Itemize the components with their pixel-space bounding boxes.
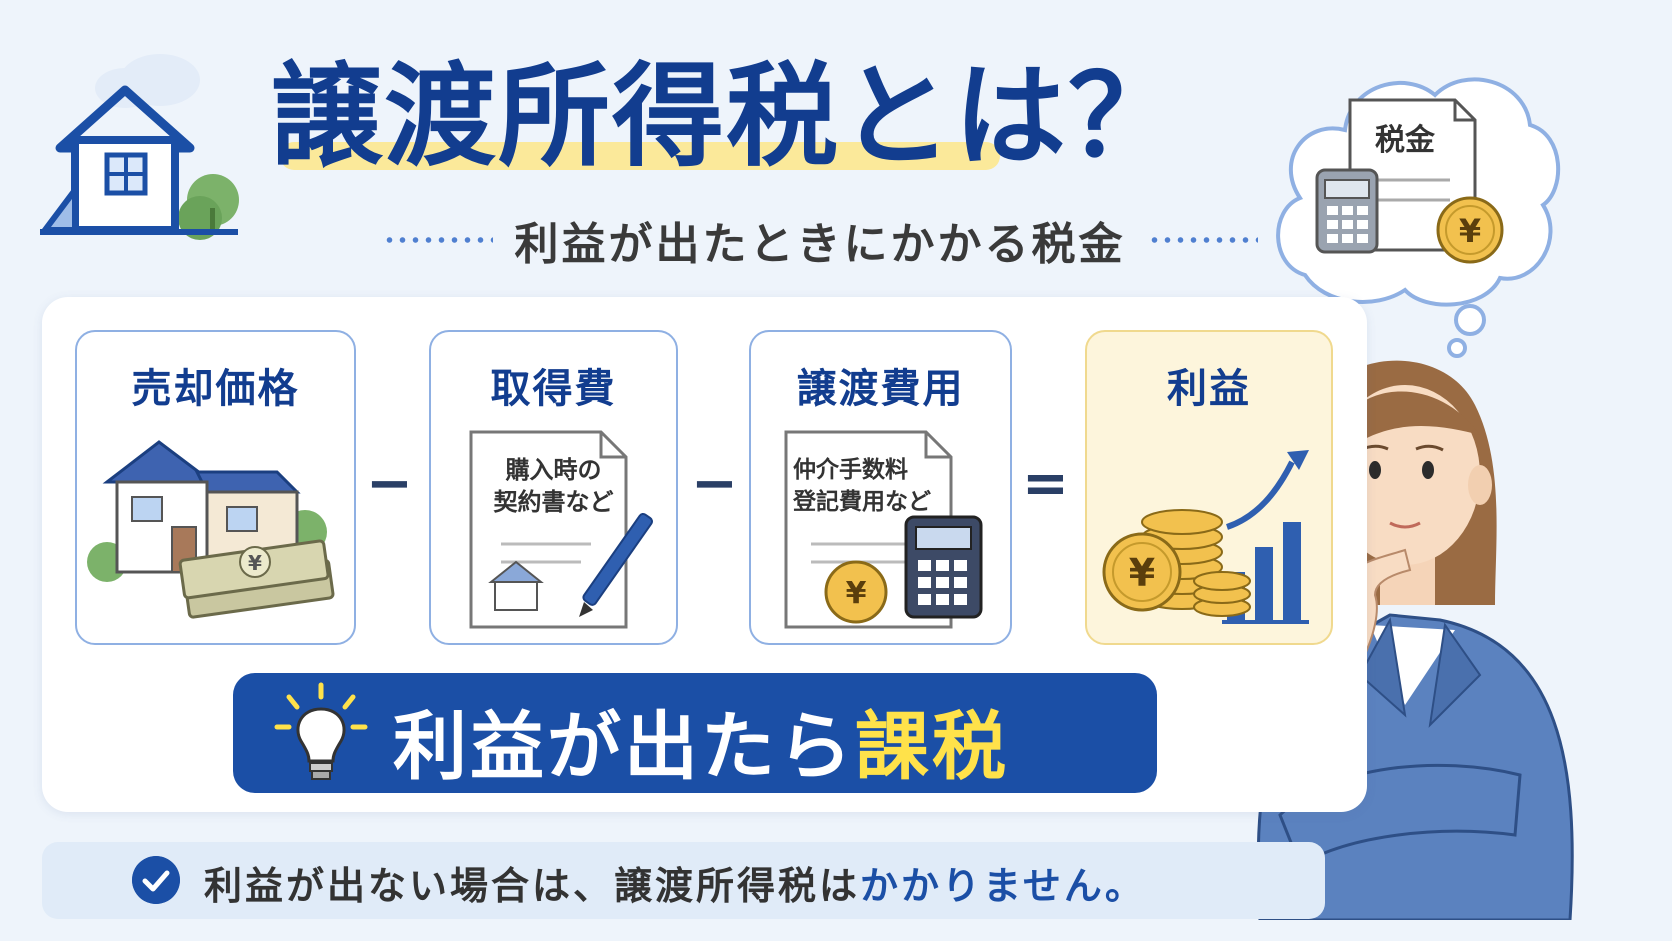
money-stack-icon: ¥ — [178, 539, 335, 619]
subtitle: 利益が出たときにかかる税金 — [514, 219, 1126, 270]
house-and-money-icon: ¥ — [87, 440, 335, 619]
minus-operator-2: − — [691, 451, 738, 516]
svg-text:¥: ¥ — [1459, 212, 1481, 250]
pen-icon — [579, 512, 653, 617]
yen-coin-icon: ¥ — [824, 560, 888, 624]
equals-operator: = — [1022, 451, 1069, 516]
growth-arrow-icon — [1225, 450, 1309, 530]
card-transfer-cost-title: 譲渡費用 — [796, 366, 965, 412]
yen-coin-icon: ¥ — [1102, 532, 1182, 612]
title-highlight — [280, 142, 1000, 170]
card-transfer-cost-line-1: 仲介手数料 — [793, 457, 908, 483]
banner-text: 利益が出たら課税 — [393, 704, 1009, 790]
banner-highlight: 課税 — [855, 704, 1009, 790]
dotted-line-right — [1147, 237, 1258, 243]
card-acquisition-cost: 取得費 購入時の 契約書など — [429, 330, 678, 645]
note-highlight: かかりません。 — [860, 864, 1146, 908]
card-transfer-cost-line-2: 登記費用など — [793, 489, 931, 515]
dotted-line-left — [382, 237, 493, 243]
taxation-banner: 利益が出たら課税 — [233, 673, 1157, 793]
note-text: 利益が出ない場合は、譲渡所得税はかかりません。 — [204, 864, 1146, 908]
calculator-icon — [904, 515, 983, 619]
card-acquisition-cost-title: 取得費 — [490, 366, 617, 412]
house-icon — [40, 54, 239, 240]
card-acquisition-cost-line-1: 購入時の — [505, 456, 602, 484]
title-text: 譲渡所得税とは？ — [270, 52, 1182, 182]
yen-coin-icon: ¥ — [1436, 196, 1504, 264]
lightbulb-icon — [274, 682, 368, 780]
card-profit-title: 利益 — [1167, 366, 1251, 412]
check-icon — [132, 856, 180, 904]
contract-document-icon — [469, 430, 653, 629]
card-profit: 利益 ¥ — [1085, 330, 1333, 645]
cloud-doc-label: 税金 — [1375, 123, 1436, 158]
svg-text:¥: ¥ — [846, 576, 867, 611]
coins-growth-chart-icon: ¥ — [1102, 450, 1309, 624]
calculator-icon — [1315, 168, 1379, 254]
thought-cloud: 税金 ¥ — [1276, 77, 1561, 358]
card-sale-price-title: 売却価格 — [131, 366, 300, 412]
minus-operator-1: − — [366, 451, 413, 516]
woman-thinking-illustration — [1256, 360, 1574, 920]
svg-text:¥: ¥ — [1129, 551, 1155, 595]
page-title: 譲渡所得税とは？ — [270, 40, 1270, 190]
fee-document-icon: ¥ — [784, 430, 983, 629]
note-bar: 利益が出ない場合は、譲渡所得税はかかりません。 — [42, 842, 1325, 919]
svg-text:¥: ¥ — [248, 551, 262, 575]
card-sale-price: 売却価格 ¥ — [75, 330, 356, 645]
card-acquisition-cost-line-2: 契約書など — [493, 488, 614, 516]
card-transfer-cost: 譲渡費用 ¥ 仲介手数料 登記費用など — [749, 330, 1012, 645]
subtitle-row: 利益が出たときにかかる税金 — [300, 210, 1340, 270]
